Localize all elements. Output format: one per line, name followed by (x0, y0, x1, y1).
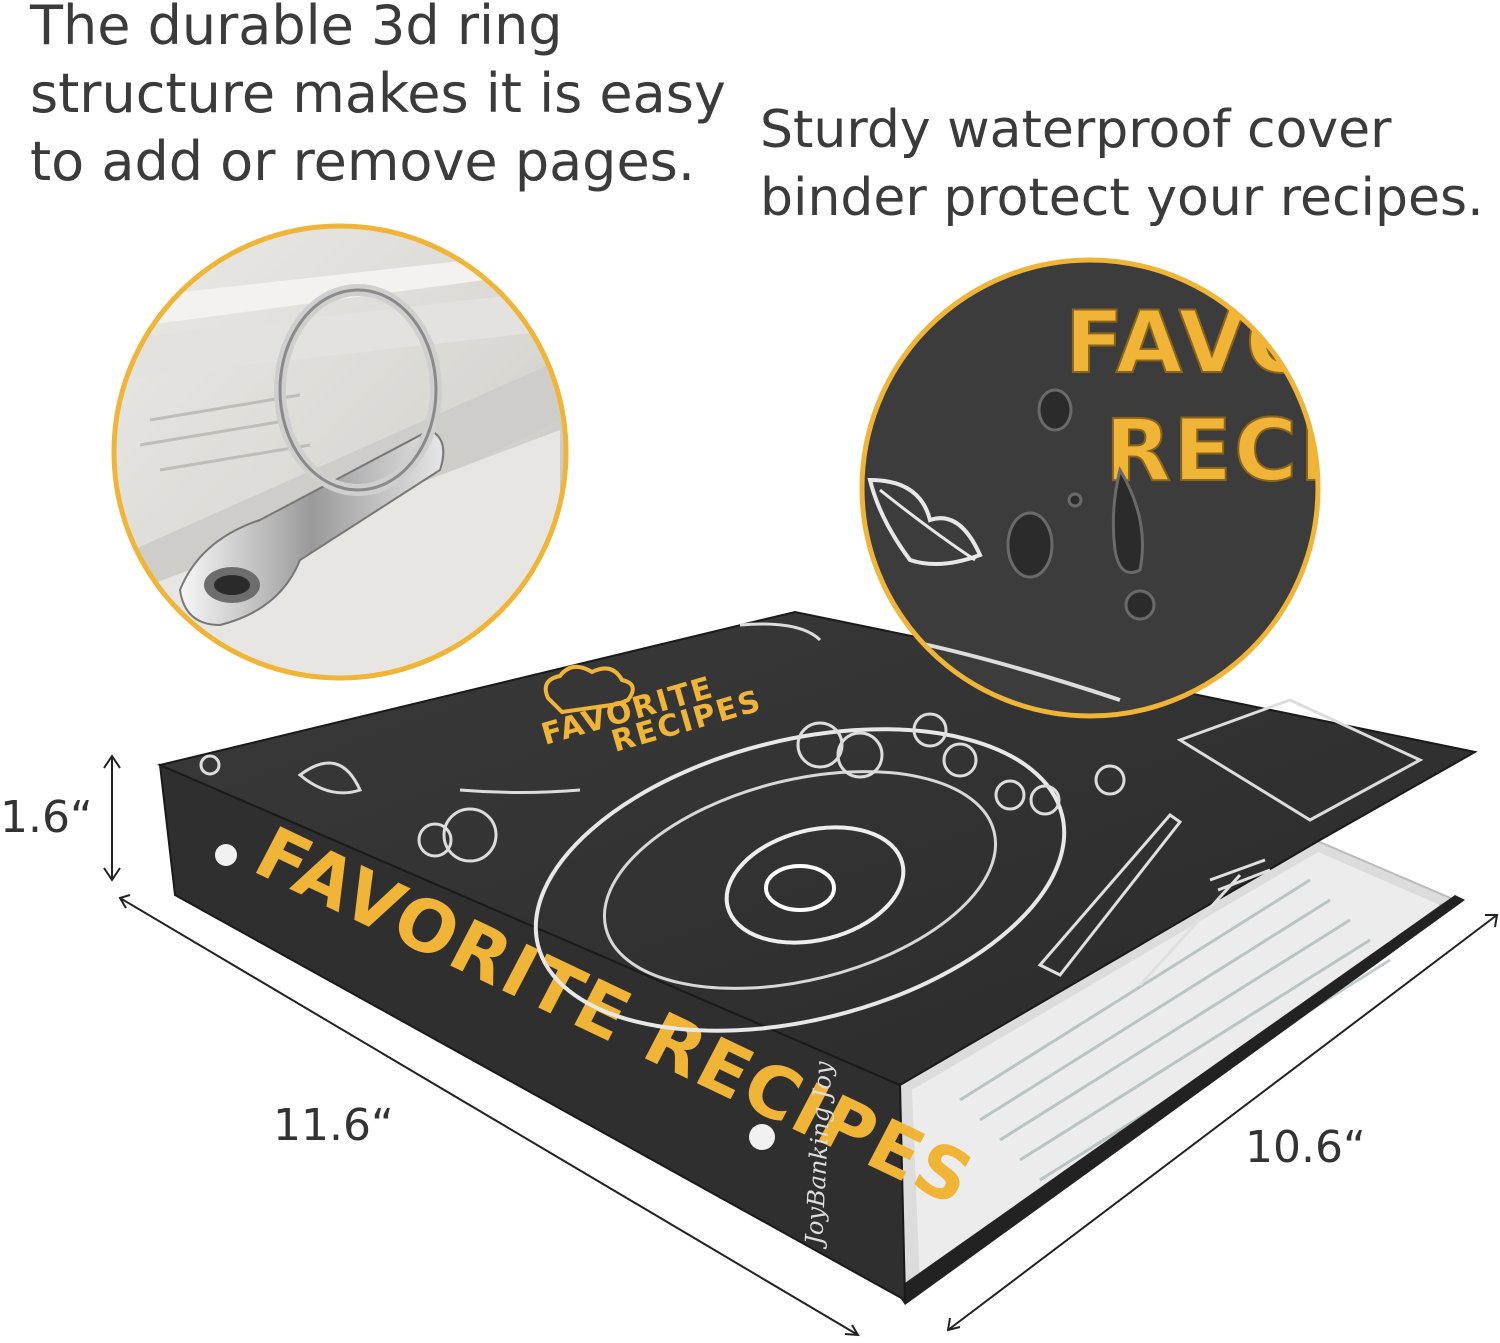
depth-dimension-label: 10.6“ (1245, 1122, 1366, 1173)
zoom-title-line-2: RECIP (1105, 401, 1398, 501)
height-dimension-label: 1.6“ (0, 792, 93, 843)
cover-egg-yolk (764, 864, 836, 912)
cover-plate-illustration (533, 727, 1067, 1033)
ring-caption-line-3: to add or remove pages. (30, 130, 695, 193)
width-dimension-label: 11.6“ (273, 1100, 394, 1151)
waterproof-zoom-circle: FAVO RECIP (859, 257, 1398, 719)
water-droplets (1006, 388, 1156, 621)
spine-rivet-top (215, 844, 237, 866)
chef-hat-icon (543, 664, 635, 715)
cover-food-doodles (199, 622, 1424, 863)
binder-back-cover (895, 895, 1465, 1305)
cover-caption-line-1: Sturdy waterproof cover (760, 100, 1392, 160)
cover-egg-illustration (724, 825, 906, 945)
ring-caption: The durable 3d ring structure makes it i… (30, 0, 726, 196)
cover-caption-line-2: binder protect your recipes. (760, 168, 1484, 228)
cover-fork-illustration (1138, 858, 1271, 987)
binder-front-cover (156, 610, 1478, 1087)
spine-rivet-bottom (749, 1124, 775, 1150)
zoom-title-line-1: FAVO (1065, 293, 1321, 393)
cover-knife-illustration (1037, 812, 1183, 977)
ring-caption-line-1: The durable 3d ring (30, 0, 563, 57)
recipe-binder: FAVORITE RECIPES JoyBanking Joy (156, 610, 1478, 1305)
page-text-lines (959, 878, 1391, 1182)
dimension-markers (103, 754, 1499, 1337)
leaf-doodle (867, 477, 983, 566)
cover-plate-inner (602, 770, 998, 990)
ring-caption-line-2: structure makes it is easy (30, 62, 726, 125)
ring-zoom-circle (111, 223, 569, 681)
cover-caption: Sturdy waterproof cover binder protect y… (760, 96, 1484, 232)
